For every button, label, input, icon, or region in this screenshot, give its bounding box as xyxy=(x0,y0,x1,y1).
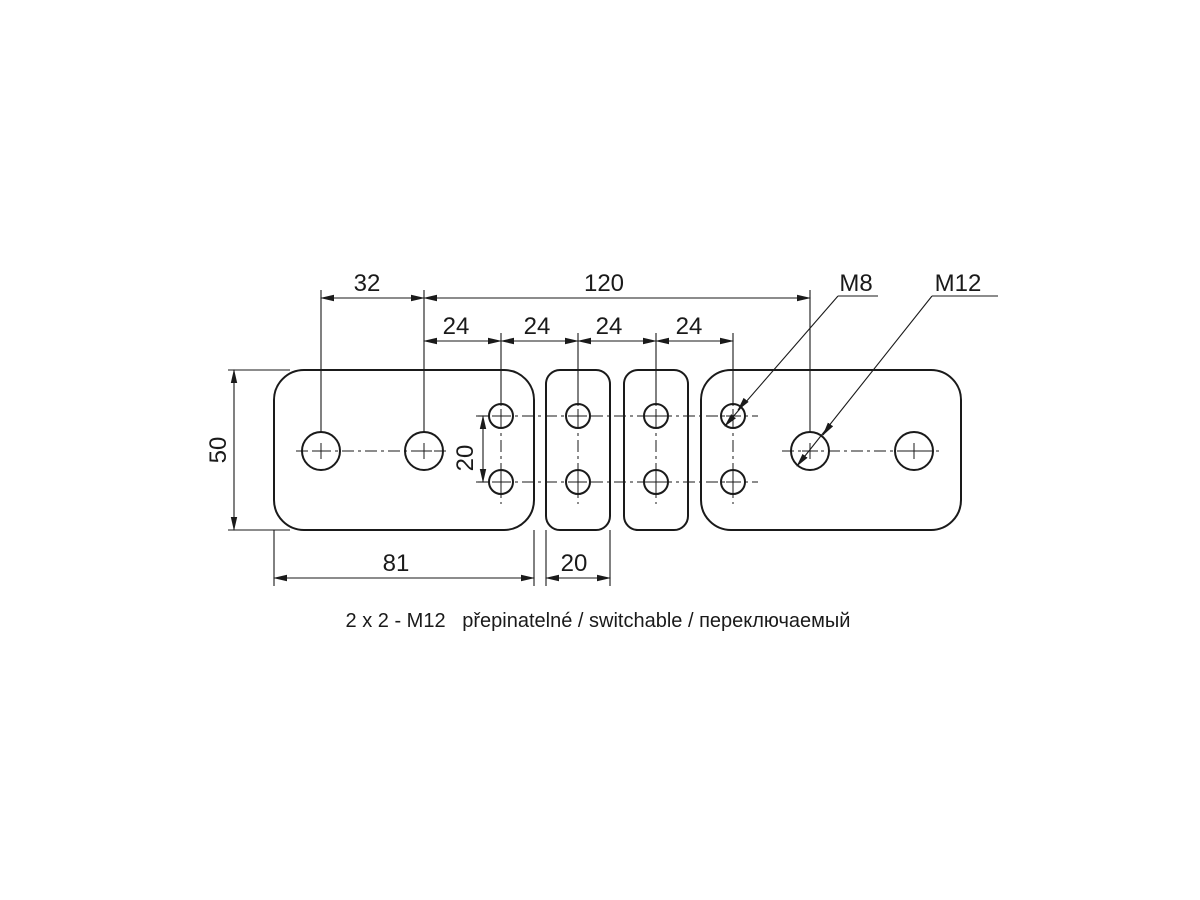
leader-lines xyxy=(724,295,998,467)
holes xyxy=(301,403,934,495)
hole-cross xyxy=(494,475,508,489)
dimension-lines xyxy=(230,294,811,582)
hole-cross xyxy=(571,475,585,489)
dimension-label-24: 24 xyxy=(443,313,470,340)
plates xyxy=(273,369,962,531)
callout-m8: M8 xyxy=(839,270,872,297)
dimension-label-24: 24 xyxy=(676,313,703,340)
dimension-label-24: 24 xyxy=(524,313,551,340)
dimension-label-50: 50 xyxy=(205,437,232,464)
hole-cross xyxy=(494,409,508,423)
dimension-labels: 32 120 24 24 24 24 50 20 81 20 M8 M12 xyxy=(205,270,981,577)
dimension-label-24: 24 xyxy=(596,313,623,340)
m12-inner-arrow xyxy=(822,422,834,436)
dimension-label-20-width: 20 xyxy=(561,550,588,577)
hole-cross xyxy=(416,443,432,459)
hole-cross xyxy=(802,443,818,459)
m8-leader-line xyxy=(724,295,839,427)
small-hole xyxy=(643,469,669,495)
hole-cross xyxy=(649,475,663,489)
extension-lines xyxy=(228,290,811,586)
callout-m12: M12 xyxy=(935,270,982,297)
hole-cross xyxy=(649,409,663,423)
hole-cross xyxy=(726,475,740,489)
small-hole xyxy=(720,469,746,495)
dimension-label-81: 81 xyxy=(383,550,410,577)
center-lines xyxy=(296,394,940,504)
m8-inner-arrow xyxy=(737,397,749,411)
dimension-label-20-vertical: 20 xyxy=(452,445,479,472)
small-hole xyxy=(565,469,591,495)
m12-leader-line xyxy=(796,295,933,467)
left-plate xyxy=(273,369,535,531)
drawing-caption: 2 x 2 - M12 přepinatelné / switchable / … xyxy=(346,610,851,632)
right-plate xyxy=(700,369,962,531)
hole-cross xyxy=(906,443,922,459)
hole-cross xyxy=(571,409,585,423)
dimension-label-120: 120 xyxy=(584,270,624,297)
dimension-label-32: 32 xyxy=(354,270,381,297)
large-hole xyxy=(894,431,934,471)
hole-cross xyxy=(313,443,329,459)
